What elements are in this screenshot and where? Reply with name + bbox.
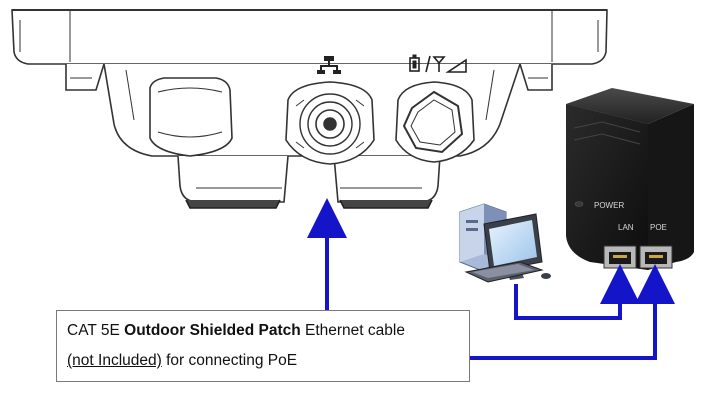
cable-computer-to-lan xyxy=(514,264,640,320)
connection-arrows xyxy=(307,198,675,360)
cable-caption-box: CAT 5E Outdoor Shielded Patch Ethernet c… xyxy=(56,310,470,382)
caption-line-1: CAT 5E Outdoor Shielded Patch Ethernet c… xyxy=(67,322,405,340)
caption-not-included: (not Included) xyxy=(67,352,162,369)
lan-label: LAN xyxy=(618,223,634,232)
cable-to-poe-port xyxy=(470,264,675,360)
caption-bold-text: Outdoor Shielded Patch xyxy=(124,322,301,339)
power-label: POWER xyxy=(594,201,624,210)
power-antenna-port-gland xyxy=(395,81,475,163)
caption-line-2: (not Included) for connecting PoE xyxy=(67,352,297,370)
power-antenna-icon xyxy=(409,54,467,73)
caption-suffix: Ethernet cable xyxy=(300,322,405,339)
caption-line2-suffix: for connecting PoE xyxy=(161,352,298,369)
poe-port[interactable] xyxy=(639,245,673,269)
left-cable-gland xyxy=(149,77,233,157)
access-point-device xyxy=(11,9,608,209)
desktop-computer-icon xyxy=(459,203,551,283)
poe-label: POE xyxy=(650,223,667,232)
ethernet-icon xyxy=(317,56,341,74)
lan-port[interactable] xyxy=(603,245,637,269)
poe-injector: POWER LAN POE xyxy=(566,88,694,270)
ethernet-port-gland xyxy=(285,81,375,165)
caption-prefix: CAT 5E xyxy=(67,322,125,339)
